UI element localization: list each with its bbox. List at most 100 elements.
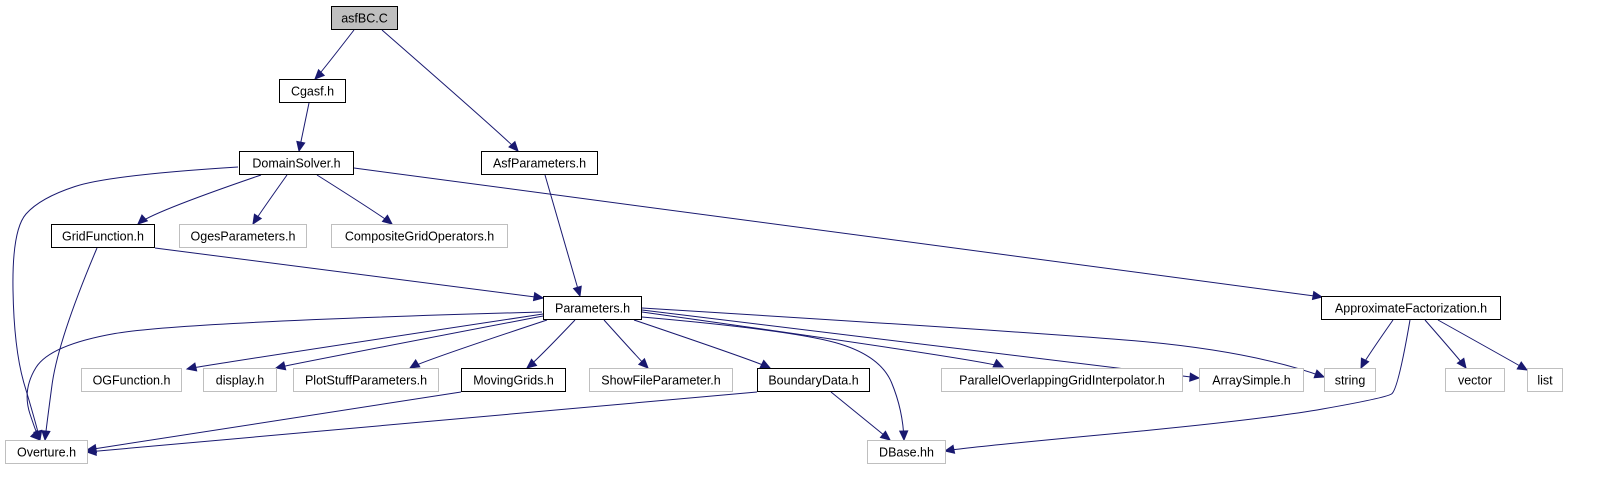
node-label: Overture.h	[17, 446, 76, 460]
node-box	[5, 440, 88, 464]
edge-Cgasf-to-DomainSolver	[296, 102, 310, 153]
node-label: ParallelOverlappingGridInterpolator.h	[959, 374, 1165, 388]
node-label: Parameters.h	[555, 302, 630, 316]
node-box	[1321, 296, 1501, 320]
node-box	[941, 368, 1183, 392]
edge-line	[544, 174, 581, 297]
node-box	[589, 368, 733, 392]
edge-line	[137, 174, 262, 225]
edge-arrowhead	[296, 140, 306, 153]
edge-ApproximateFactorization-to-list	[1437, 319, 1529, 371]
edge-line	[603, 319, 649, 369]
edge-arrowhead	[85, 446, 97, 457]
edge-DomainSolver-to-OgesParameters	[252, 174, 288, 226]
node-label: list	[1537, 374, 1553, 388]
edge-line	[316, 174, 393, 225]
edge-line	[944, 319, 1411, 452]
node-box	[481, 151, 598, 175]
edge-arrowhead	[637, 357, 649, 369]
node-box	[461, 368, 566, 392]
node-label: PlotStuffParameters.h	[305, 374, 427, 388]
edge-DomainSolver-to-GridFunction	[137, 174, 262, 225]
node-label: display.h	[216, 374, 264, 388]
node-box	[293, 368, 439, 392]
node-label: string	[1335, 374, 1366, 388]
edge-Parameters-to-PlotStuffParameters	[408, 319, 548, 369]
edge-Parameters-to-Overture	[26, 311, 543, 441]
node-box	[279, 79, 346, 103]
node-GridFunction[interactable]: GridFunction.h	[51, 224, 155, 248]
node-ShowFileParameter: ShowFileParameter.h	[589, 368, 733, 392]
node-label: ArraySimple.h	[1212, 374, 1291, 388]
node-AsfParameters[interactable]: AsfParameters.h	[481, 151, 598, 175]
edge-AsfParameters-to-Parameters	[544, 174, 582, 298]
node-ApproximateFactorization[interactable]: ApproximateFactorization.h	[1321, 296, 1501, 320]
node-DBase: DBase.hh	[867, 440, 946, 464]
node-label: vector	[1458, 374, 1492, 388]
edge-asfBC-to-Cgasf	[314, 29, 355, 80]
edge-arrowhead	[137, 214, 149, 225]
edge-arrowhead	[526, 358, 538, 369]
edge-arrowhead	[1360, 357, 1370, 370]
node-label: Cgasf.h	[291, 85, 334, 99]
edge-arrowhead	[1189, 372, 1201, 382]
edge-Parameters-to-BoundaryData	[633, 319, 772, 369]
edge-Parameters-to-ParallelOverlappingGridInterpolator	[641, 311, 1005, 368]
edge-Parameters-to-OGFunction	[185, 313, 544, 372]
edge-Parameters-to-DBase	[641, 316, 909, 442]
edge-line	[12, 166, 239, 441]
node-box	[239, 151, 354, 175]
edge-line	[353, 167, 1323, 298]
edge-GridFunction-to-Overture	[41, 247, 98, 442]
edge-ApproximateFactorization-to-string	[1360, 319, 1394, 370]
edge-arrowhead	[508, 140, 519, 152]
edge-line	[641, 311, 1004, 368]
edge-DomainSolver-to-Overture	[12, 166, 239, 442]
node-vector: vector	[1445, 368, 1505, 392]
edge-arrowhead	[1456, 357, 1467, 369]
edge-arrowhead	[1516, 361, 1529, 371]
node-asfBC[interactable]: asfBC.C	[331, 6, 398, 30]
node-box	[757, 368, 870, 392]
node-CompositeGridOperators: CompositeGridOperators.h	[331, 224, 508, 248]
edge-line	[1437, 319, 1528, 371]
edge-arrowhead	[879, 430, 891, 441]
edge-Parameters-to-string	[641, 307, 1326, 379]
node-label: MovingGrids.h	[473, 374, 554, 388]
node-box	[543, 296, 642, 320]
node-Cgasf[interactable]: Cgasf.h	[279, 79, 346, 103]
node-box	[331, 224, 508, 248]
edge-line	[26, 311, 543, 441]
edge-arrowhead	[381, 214, 393, 225]
edge-BoundaryData-to-Overture	[85, 391, 758, 457]
edge-MovingGrids-to-Overture	[85, 391, 462, 454]
node-label: OgesParameters.h	[191, 230, 296, 244]
edge-arrowhead	[1313, 369, 1326, 379]
edge-line	[641, 316, 905, 441]
edge-line	[641, 309, 1200, 379]
node-box	[1199, 368, 1304, 392]
node-label: ApproximateFactorization.h	[1335, 302, 1487, 316]
edge-line	[86, 391, 462, 451]
edge-Parameters-to-ShowFileParameter	[603, 319, 649, 369]
node-box	[203, 368, 277, 392]
node-string: string	[1324, 368, 1376, 392]
node-DomainSolver[interactable]: DomainSolver.h	[239, 151, 354, 175]
node-label: DomainSolver.h	[252, 157, 340, 171]
node-Overture: Overture.h	[5, 440, 88, 464]
edge-arrowhead	[572, 285, 582, 298]
node-BoundaryData[interactable]: BoundaryData.h	[757, 368, 870, 392]
node-box	[331, 6, 398, 30]
node-box	[1324, 368, 1376, 392]
node-MovingGrids[interactable]: MovingGrids.h	[461, 368, 566, 392]
edge-DomainSolver-to-ApproximateFactorization	[353, 167, 1324, 301]
node-box	[867, 440, 946, 464]
edge-Parameters-to-MovingGrids	[526, 319, 576, 369]
node-label: CompositeGridOperators.h	[345, 230, 494, 244]
node-ParallelOverlappingGridInterpolator: ParallelOverlappingGridInterpolator.h	[941, 368, 1183, 392]
node-Parameters[interactable]: Parameters.h	[543, 296, 642, 320]
edge-line	[381, 29, 519, 152]
node-OGFunction: OGFunction.h	[81, 368, 182, 392]
node-display: display.h	[203, 368, 277, 392]
